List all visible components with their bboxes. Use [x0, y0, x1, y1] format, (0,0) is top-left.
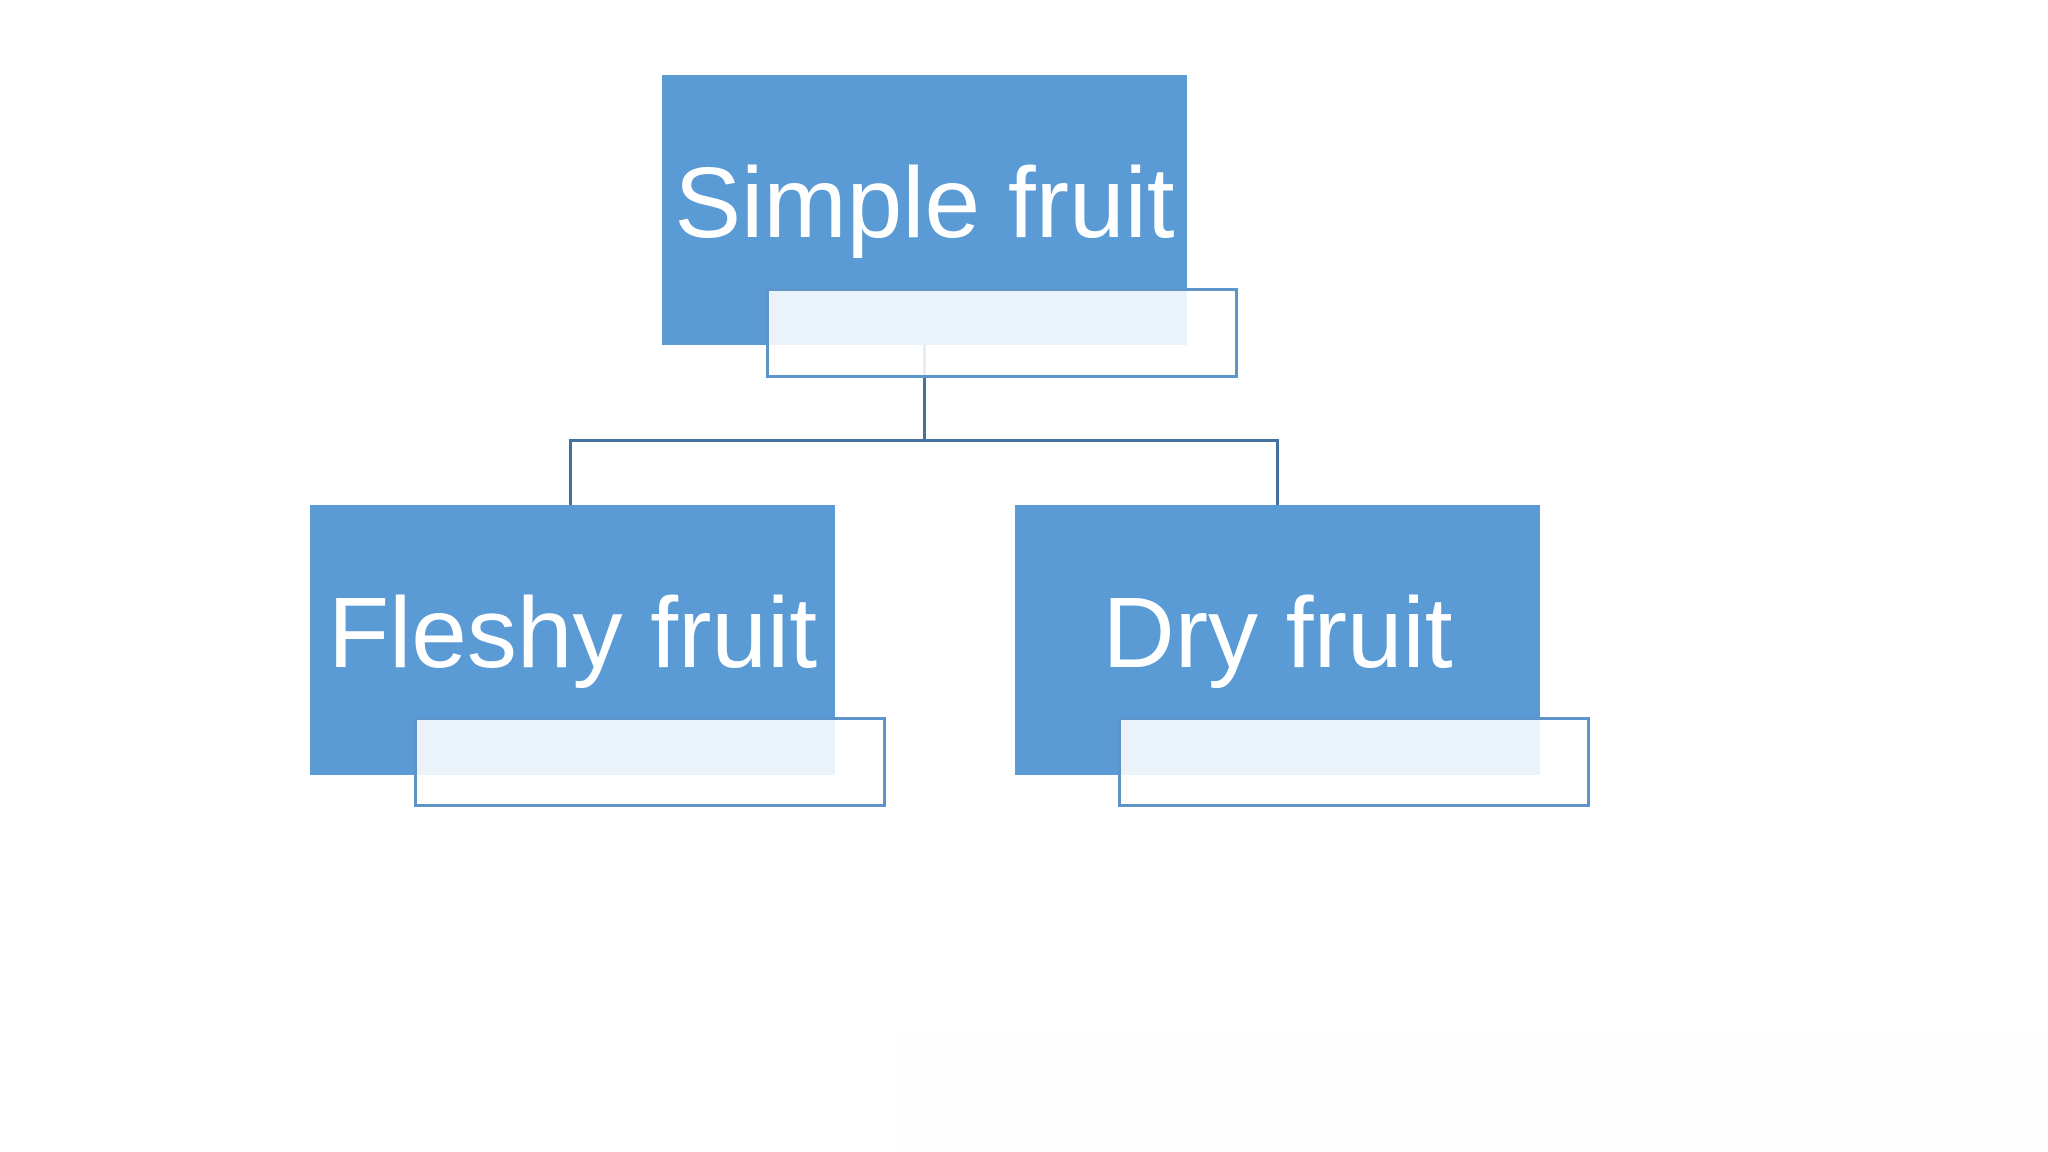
- connector-drop-dry: [1276, 439, 1279, 505]
- node-simple-fruit-label: Simple fruit: [674, 147, 1175, 259]
- connector-drop-fleshy: [569, 439, 572, 505]
- placeholder-fleshy-fruit[interactable]: [414, 717, 886, 807]
- canvas-corner-shade: [897, 1034, 2048, 1152]
- node-dry-fruit-label: Dry fruit: [1102, 577, 1453, 689]
- node-fleshy-fruit-label: Fleshy fruit: [327, 577, 817, 689]
- placeholder-simple-fruit[interactable]: [766, 288, 1238, 378]
- node-dry-fruit[interactable]: Dry fruit: [1015, 505, 1540, 775]
- connector-root-stem: [923, 345, 926, 442]
- placeholder-dry-fruit[interactable]: [1118, 717, 1590, 807]
- connector-horizontal-bar: [569, 439, 1279, 442]
